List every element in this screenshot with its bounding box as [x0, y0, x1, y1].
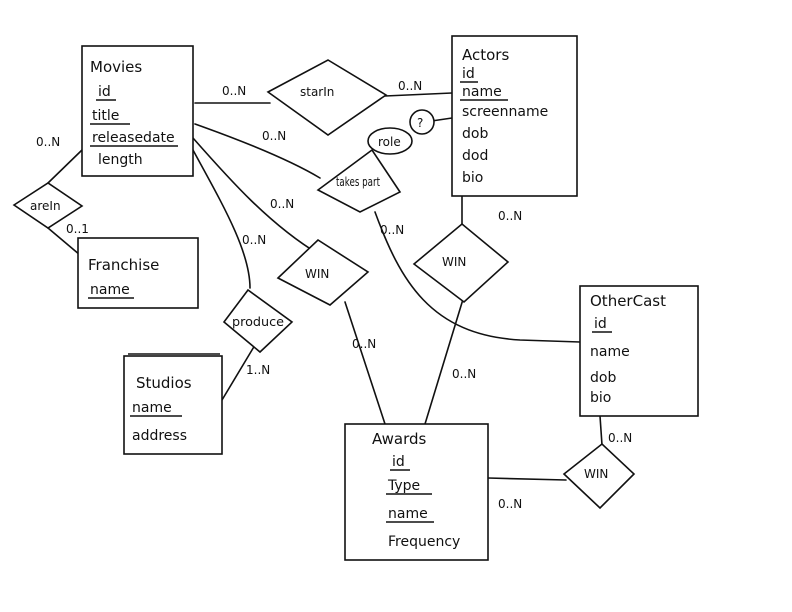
actors-attr-dob: dob [462, 126, 488, 142]
connectors [47, 92, 603, 481]
win-movie-diamond [276, 238, 370, 306]
produce-diamond [222, 288, 294, 354]
win-awards-line [487, 477, 567, 481]
awards-box [344, 423, 489, 561]
card-produce-studios: 1..N [246, 363, 270, 377]
win-actor-awards-line [424, 295, 465, 425]
entity-franchise[interactable]: Franchise name [77, 237, 199, 309]
card-othercast-win: 0..N [608, 431, 632, 445]
win-movie-label: WIN [305, 267, 329, 281]
othercast-box [579, 285, 699, 417]
relationship-takepart[interactable]: takes part [316, 148, 402, 213]
starin-actors-line [384, 92, 453, 97]
role-label: role [378, 135, 401, 149]
card-movies-win: 0..N [270, 197, 294, 211]
arein-diamond [12, 182, 84, 229]
actors-title: Actors [462, 46, 509, 64]
card-movies-produce: 0..N [242, 233, 266, 247]
studios-attr-name: name [132, 400, 172, 416]
takepart-othercast-line [374, 211, 581, 343]
movies-takepart-line [194, 123, 321, 179]
role-question-circle [409, 109, 435, 135]
card-actors-win: 0..N [498, 209, 522, 223]
actors-attr-name: name [462, 84, 502, 100]
awards-attr-type: Type [387, 478, 420, 494]
entity-movies[interactable]: Movies id title releasedate length [81, 45, 194, 177]
entity-othercast[interactable]: OtherCast id name dob bio [579, 285, 699, 417]
relationship-arein[interactable]: areIn [12, 182, 84, 229]
othercast-attr-id: id [594, 316, 607, 332]
relationship-win-othercast[interactable]: WIN [562, 442, 636, 510]
card-winactor-awards: 0..N [452, 367, 476, 381]
othercast-title: OtherCast [590, 292, 666, 310]
actors-box [451, 35, 578, 197]
awards-attr-frequency: Frequency [388, 534, 460, 550]
relationship-role[interactable]: role ? [367, 109, 435, 155]
relationship-produce[interactable]: produce [222, 288, 294, 354]
studios-title: Studios [136, 374, 192, 392]
win-othercast-label: WIN [584, 467, 608, 481]
card-arein-franchise: 0..1 [66, 222, 89, 236]
win-actor-label: WIN [442, 255, 466, 269]
relationship-win-movie[interactable]: WIN [276, 238, 370, 306]
starin-label: starIn [300, 85, 334, 99]
movies-title: Movies [90, 58, 142, 76]
win-movie-awards-line [344, 301, 386, 425]
movies-arein-line [47, 149, 83, 184]
awards-attr-name: name [388, 506, 428, 522]
card-starin-actors: 0..N [398, 79, 422, 93]
movies-attr-releasedate: releasedate [92, 130, 175, 146]
entity-actors[interactable]: Actors id name screenname dob dod bio [451, 35, 578, 197]
franchise-attr-name: name [90, 282, 130, 298]
card-takepart-othercast: 0..N [380, 223, 404, 237]
starin-diamond [266, 59, 388, 136]
produce-studios-line [221, 344, 256, 401]
cardinalities: 0..N 0..N 0..N 0..N 0..1 0..N 0..N 1..N … [36, 79, 632, 511]
entity-studios[interactable]: Studios name address [123, 353, 223, 455]
card-movies-starin: 0..N [222, 84, 246, 98]
win-actor-diamond [412, 222, 510, 304]
awards-attr-id: id [392, 454, 405, 470]
movies-produce-line [192, 149, 251, 289]
actors-attr-dod: dod [462, 148, 488, 164]
movies-box [81, 45, 194, 177]
actors-attr-id: id [462, 66, 475, 82]
takepart-label: takes part [336, 175, 380, 189]
takepart-diamond [316, 148, 402, 213]
relationship-starin[interactable]: starIn [266, 59, 388, 136]
actors-attr-bio: bio [462, 170, 483, 186]
awards-title: Awards [372, 430, 427, 448]
movies-attr-id: id [98, 84, 111, 100]
entity-awards[interactable]: Awards id Type name Frequency [344, 423, 489, 561]
movies-attr-length: length [98, 152, 143, 168]
actors-attr-screenname: screenname [462, 104, 548, 120]
studios-box [123, 355, 223, 455]
franchise-box [77, 237, 199, 309]
arein-label: areIn [30, 199, 61, 213]
movies-win-line [192, 137, 321, 256]
card-movies-takepart: 0..N [262, 129, 286, 143]
produce-label: produce [232, 315, 284, 329]
othercast-attr-bio: bio [590, 390, 611, 406]
card-movies-arein: 0..N [36, 135, 60, 149]
othercast-win-line [599, 415, 603, 446]
role-question-mark: ? [417, 116, 423, 130]
studios-attr-address: address [132, 428, 187, 444]
movies-attr-title: title [92, 108, 119, 124]
othercast-attr-name: name [590, 344, 630, 360]
franchise-title: Franchise [88, 256, 159, 274]
card-winmovie-awards: 0..N [352, 337, 376, 351]
relationship-win-actor[interactable]: WIN [412, 222, 510, 304]
othercast-attr-dob: dob [590, 370, 616, 386]
win-othercast-diamond [562, 442, 636, 510]
arein-franchise-line [47, 227, 81, 256]
role-ellipse [367, 127, 413, 155]
card-win-awards: 0..N [498, 497, 522, 511]
